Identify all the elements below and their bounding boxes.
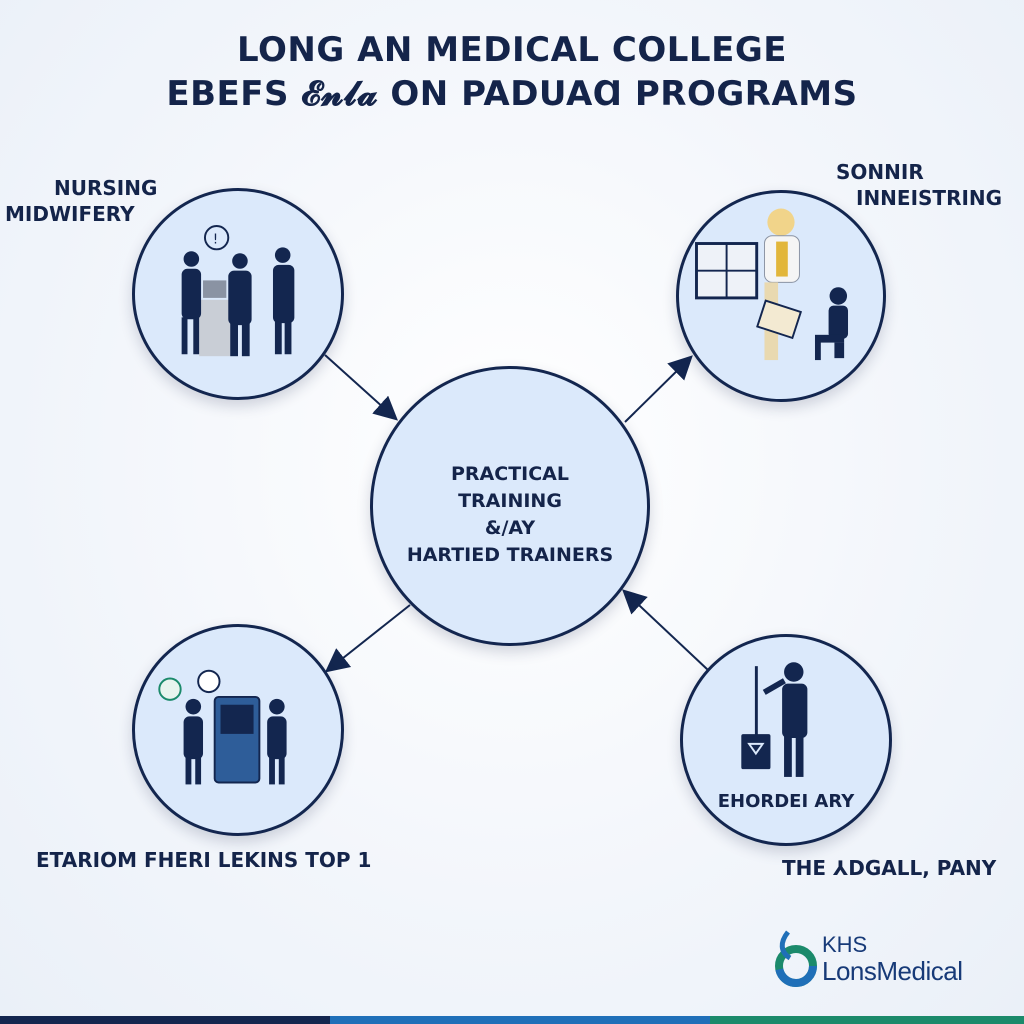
bottom-right-caption: EHORDEI ARY <box>717 791 855 812</box>
center-line-1: PRACTICAL <box>451 463 569 485</box>
footer-bar-teal <box>710 1016 1024 1024</box>
center-line-4: HARTIED TRAINERS <box>406 544 614 566</box>
logo-line-2: LonsMedical <box>822 956 963 986</box>
arrow-topleft-to-center <box>324 354 398 421</box>
footer-bar-blue <box>330 1016 710 1024</box>
logo-swirl-icon <box>775 930 817 987</box>
engineer-illustration <box>695 208 849 361</box>
center-line-3: &/AY <box>484 517 536 539</box>
node-patient-care <box>132 624 344 836</box>
midwifery-label: MIDWIFERY <box>5 202 135 226</box>
college-logo: KHS LonsMedical <box>770 926 990 996</box>
page-subtitle: EBEFS 𝓔𝓷𝓵𝓪 ON PADUAⱭ PROGRAMS <box>166 74 858 114</box>
footer-bar-navy <box>0 1016 330 1024</box>
bottom-left-label: ETARIOM FHERI LEKINS TOP 1 <box>36 848 372 872</box>
inneistring-label: INNEISTRING <box>856 186 1003 210</box>
node-nursing-midwifery: ! <box>132 188 344 400</box>
nurses-illustration: ! <box>181 225 295 357</box>
svg-text:!: ! <box>213 231 218 247</box>
logo-line-1: KHS <box>822 932 868 957</box>
node-engineering <box>676 190 886 402</box>
arrow-center-to-bottomleft <box>324 604 411 673</box>
page-title: LONG AN MEDICAL COLLEGE <box>237 30 787 70</box>
node-pharmacy: EHORDEI ARY <box>680 634 892 846</box>
arrow-center-to-topright <box>624 355 693 423</box>
center-line-2: TRAINING <box>458 490 562 512</box>
staff-with-machine-illustration <box>158 669 287 785</box>
sonnir-label: SONNIR <box>836 160 924 184</box>
bottom-right-label: THE ⅄DGALL, PANY <box>782 856 997 880</box>
nursing-label: NURSING <box>54 176 158 200</box>
worker-with-lantern-illustration <box>741 662 808 777</box>
arrow-bottomright-to-center <box>622 589 709 671</box>
node-practical-training: PRACTICAL TRAINING &/AY HARTIED TRAINERS <box>370 366 650 646</box>
